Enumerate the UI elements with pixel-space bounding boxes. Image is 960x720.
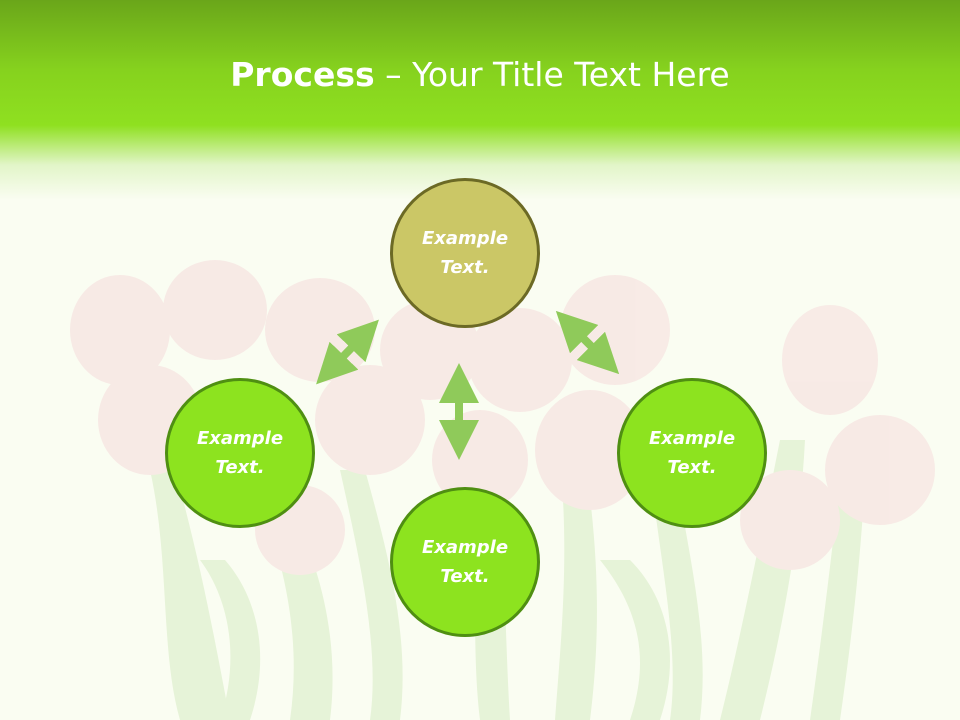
header-band <box>0 0 960 200</box>
slide-title[interactable]: Process – Your Title Text Here <box>0 52 960 98</box>
arrow-top-left <box>316 319 379 385</box>
arrow-top-right <box>555 310 620 375</box>
node-top-label: Example Text. <box>421 228 509 278</box>
process-node-top[interactable]: Example Text. <box>390 178 540 328</box>
title-rest: – Your Title Text Here <box>374 55 730 94</box>
node-left-label: Example Text. <box>196 428 284 478</box>
process-node-right[interactable]: Example Text. <box>617 378 767 528</box>
title-bold: Process <box>230 55 375 94</box>
process-node-bottom[interactable]: Example Text. <box>390 487 540 637</box>
node-bottom-label: Example Text. <box>421 537 509 587</box>
process-node-left[interactable]: Example Text. <box>165 378 315 528</box>
node-right-label: Example Text. <box>648 428 736 478</box>
